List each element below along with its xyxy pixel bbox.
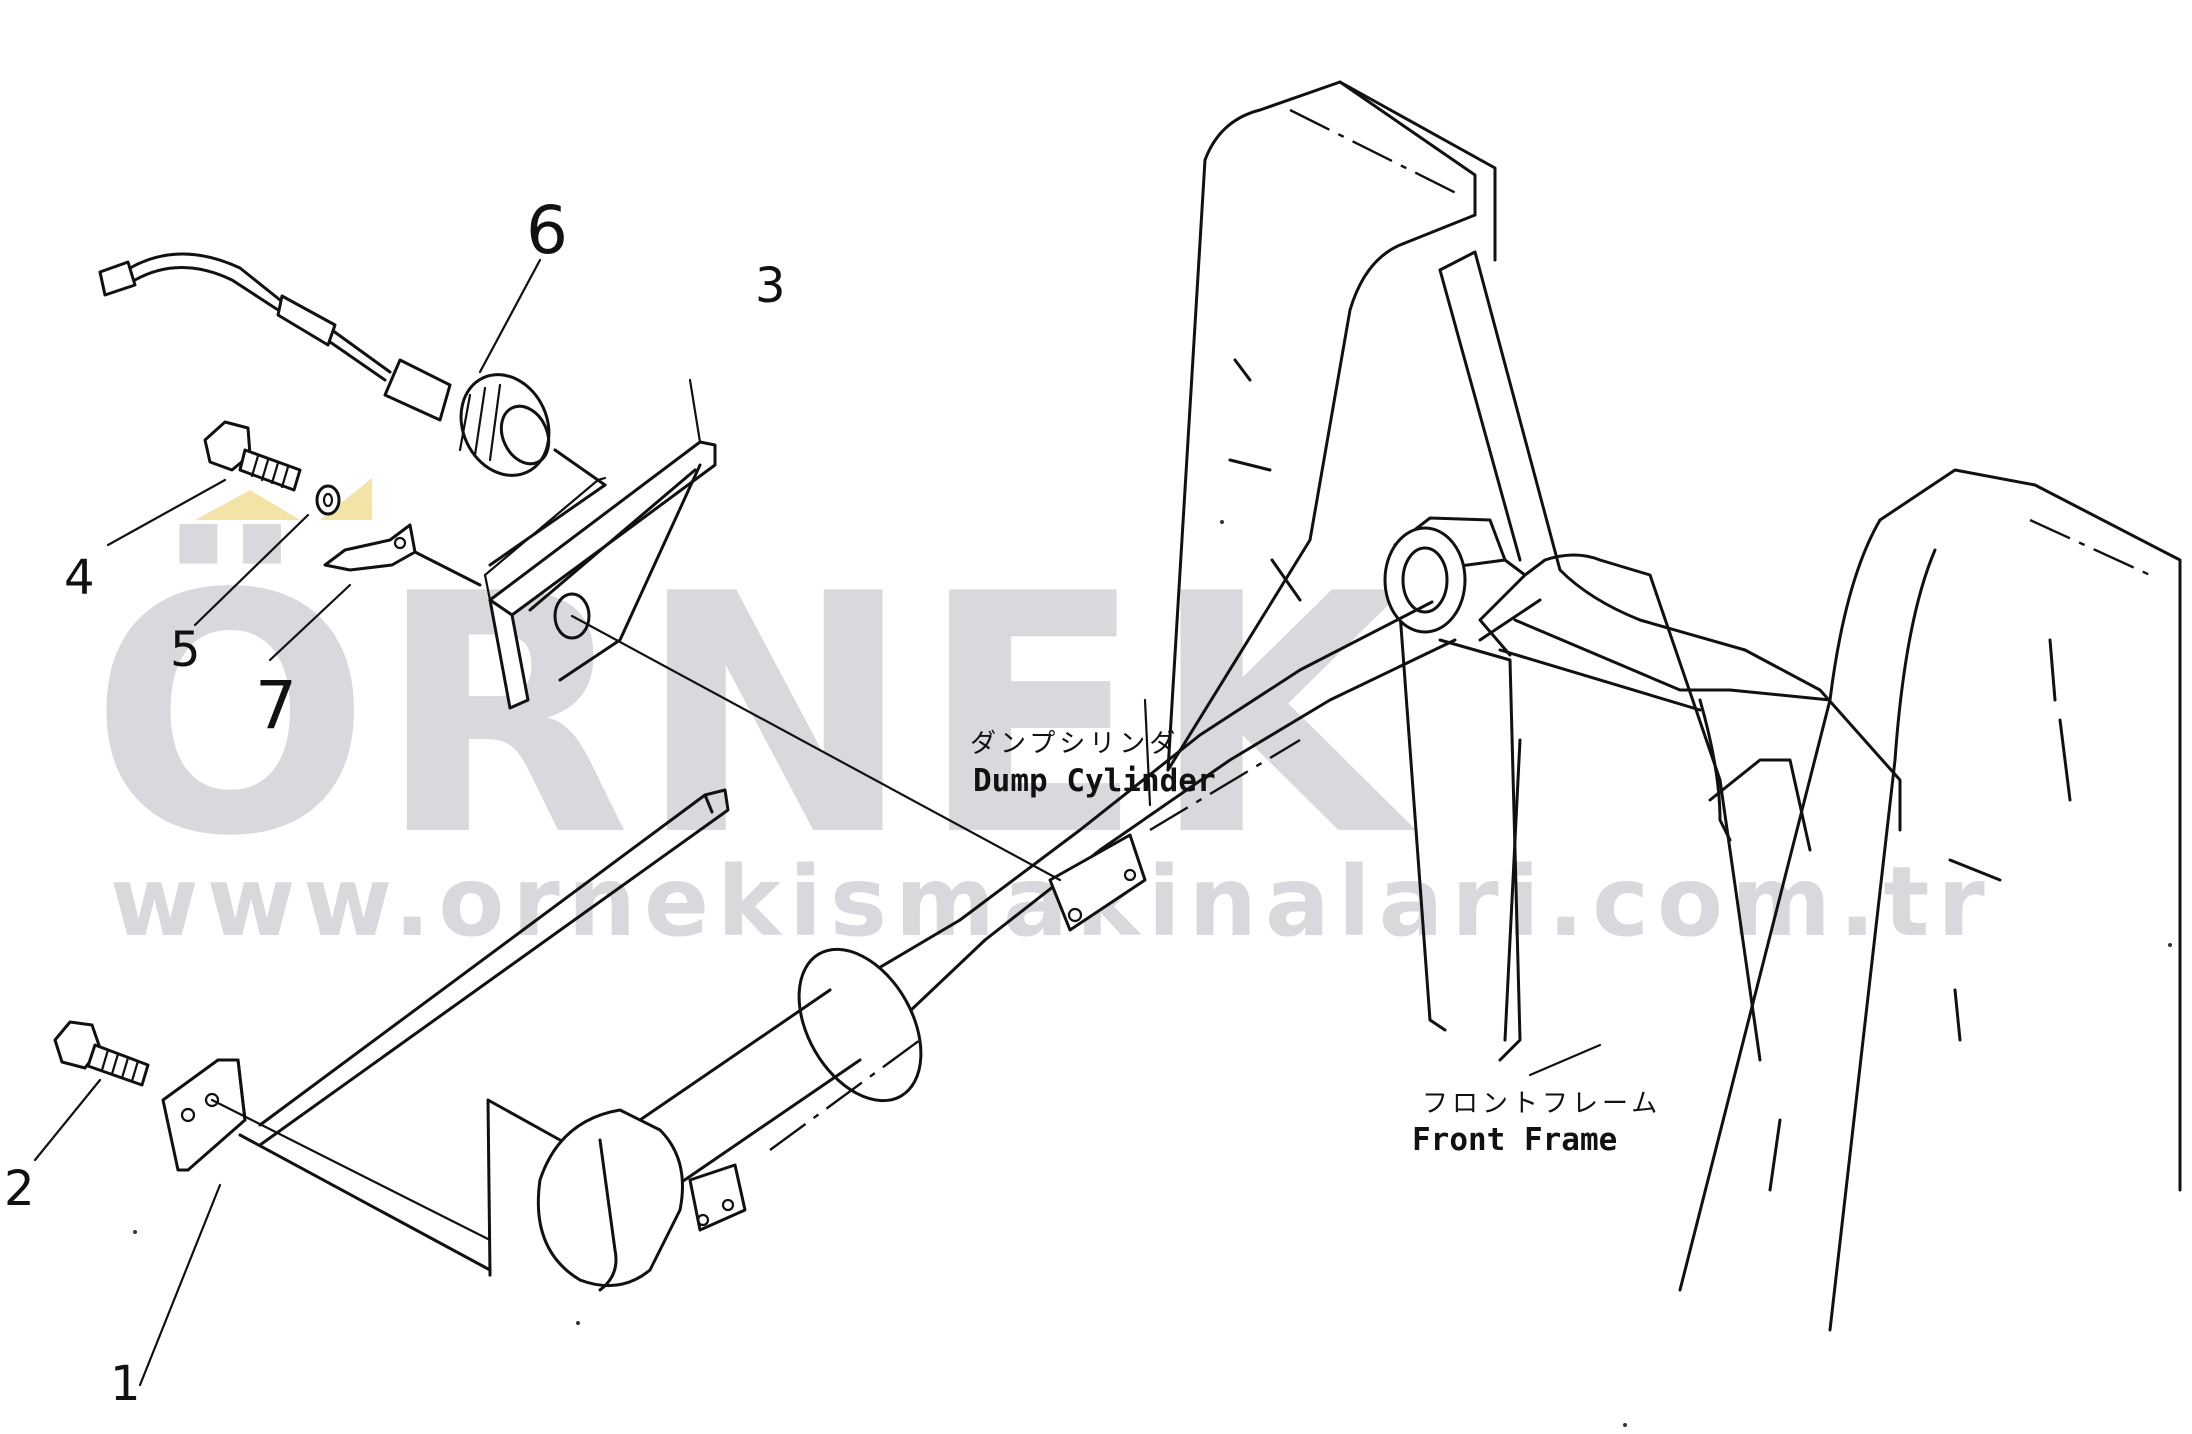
- part-4-bolt: [203, 420, 302, 492]
- watermark: ÖRNEK www.ornekismakinalari.com.tr: [90, 478, 1993, 958]
- front-frame-label: Front Frame: [1412, 1122, 1617, 1158]
- part-6-sensor: [98, 252, 607, 567]
- scan-specks: [133, 520, 2172, 1427]
- part-1-rod-bracket: [161, 788, 730, 1277]
- part-7-clip: [323, 523, 482, 587]
- dump-cylinder-label: Dump Cylinder: [973, 763, 1216, 799]
- part-3-bracket-plate: [483, 440, 1062, 882]
- dump-cylinder: [536, 600, 1832, 1292]
- callout-4: 4: [64, 550, 95, 606]
- callouts: 1 2 3 4 5 6 7: [4, 192, 786, 1412]
- component-labels: ダンプシリンダ Dump Cylinder フロントフレーム Front Fra…: [970, 729, 1661, 1158]
- callout-6: 6: [526, 192, 568, 269]
- leader-lines: [33, 258, 1602, 1387]
- dump-cylinder-label-jp: ダンプシリンダ: [970, 729, 1179, 759]
- callout-7: 7: [255, 667, 297, 744]
- callout-2: 2: [4, 1161, 35, 1217]
- callout-5: 5: [170, 622, 201, 678]
- part-5-washer: [315, 484, 341, 516]
- front-frame-label-jp: フロントフレーム: [1422, 1089, 1661, 1119]
- front-frame-arm: [1383, 516, 1762, 1062]
- front-frame: [1166, 80, 2182, 1332]
- callout-1: 1: [110, 1356, 141, 1412]
- watermark-word: ÖRNEK: [90, 521, 1418, 908]
- callout-3: 3: [755, 258, 786, 314]
- part-2-bolt: [53, 1020, 150, 1087]
- watermark-url: www.ornekismakinalari.com.tr: [110, 846, 1993, 958]
- watermark-umlaut-accent: [195, 490, 300, 520]
